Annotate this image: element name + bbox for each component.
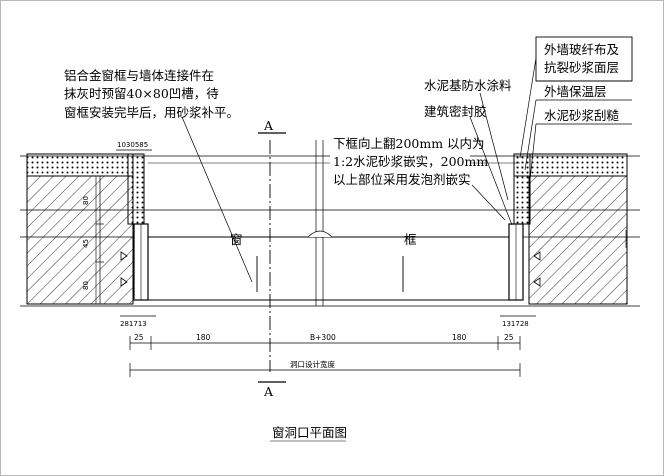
right-note-line-2: 1:2水泥砂浆嵌实，200mm [333,154,488,169]
dim-top-left: 1030585 [117,141,148,149]
left-note-line-1: 铝合金窗框与墙体连接件在 [64,68,214,83]
legend-line-2: 抗裂砂浆面层 [544,60,619,75]
waterproof-coating-label: 水泥基防水涂料 [424,78,512,93]
frame-label-1: 窗 [230,232,243,247]
dimension-lines [96,149,536,377]
window-frame [148,140,509,306]
section-mark-label-top: A [263,118,274,133]
legend-line-1: 外墙玻纤布及 [544,42,620,57]
dim-overall: 洞口设计宽度 [290,359,335,369]
dim-vertical-2: 45 [82,239,90,248]
legend-line-3: 外墙保温层 [544,84,607,99]
left-note-line-2: 抹灰时预留40×80凹槽，待 [64,86,219,101]
right-note-line-3: 以上部位采用发泡剂嵌实 [333,172,471,187]
drawing-title: 窗洞口平面图 [272,425,347,440]
left-callout: 铝合金窗框与墙体连接件在 抹灰时预留40×80凹槽，待 窗框安装完毕后，用砂浆补… [64,68,239,120]
left-insulation-side [127,153,145,225]
dim-chain-4: 180 [452,333,467,342]
left-note-line-3: 窗框安装完毕后，用砂浆补平。 [64,105,239,120]
right-insulation-side [513,153,531,225]
section-mark-label-bottom: A [263,384,274,399]
leader-lines [181,36,633,283]
dim-chain-3: B+300 [310,333,336,342]
section-marker-bottom: A [258,381,286,399]
left-insulation-top [26,153,134,177]
dim-vertical-1: 80 [82,196,90,205]
dim-bottom-left: 281713 [120,320,147,328]
sealant-label: 建筑密封胶 [424,104,487,119]
left-wall [26,153,149,305]
material-legend: 外墙玻纤布及 抗裂砂浆面层 外墙保温层 水泥砂浆刮糙 [544,42,620,123]
dim-bottom-right: 131728 [502,320,529,328]
dim-chain-2: 180 [196,333,211,342]
dim-chain-1: 25 [134,333,144,342]
frame-label-2: 框 [404,232,417,247]
right-note-line-1: 下框向上翻200mm 以内为 [333,136,485,151]
section-marker-top: A [258,118,286,134]
right-wall [508,153,628,305]
legend-line-4: 水泥砂浆刮糙 [544,108,620,123]
dim-chain-5: 25 [504,333,514,342]
dim-vertical-3: 80 [82,281,90,290]
right-callout: 下框向上翻200mm 以内为 1:2水泥砂浆嵌实，200mm 以上部位采用发泡剂… [330,133,488,187]
